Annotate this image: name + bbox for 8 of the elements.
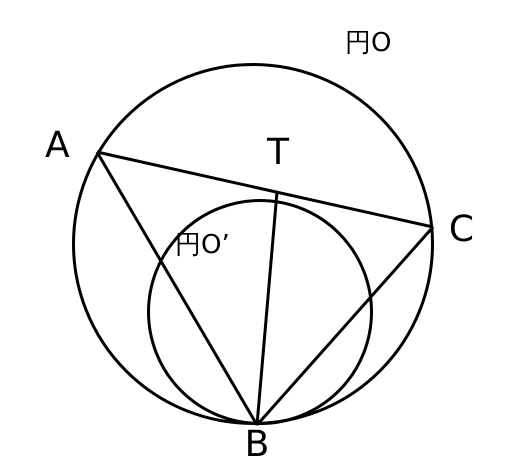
line-segment	[256, 226, 434, 426]
line-segment	[96, 150, 434, 228]
point-label: T	[265, 135, 291, 195]
point-label: B	[243, 421, 271, 463]
line-segment	[96, 151, 258, 426]
circle-label: 円O	[345, 30, 392, 56]
point-label: A	[45, 128, 100, 164]
point-label: C	[430, 212, 474, 248]
